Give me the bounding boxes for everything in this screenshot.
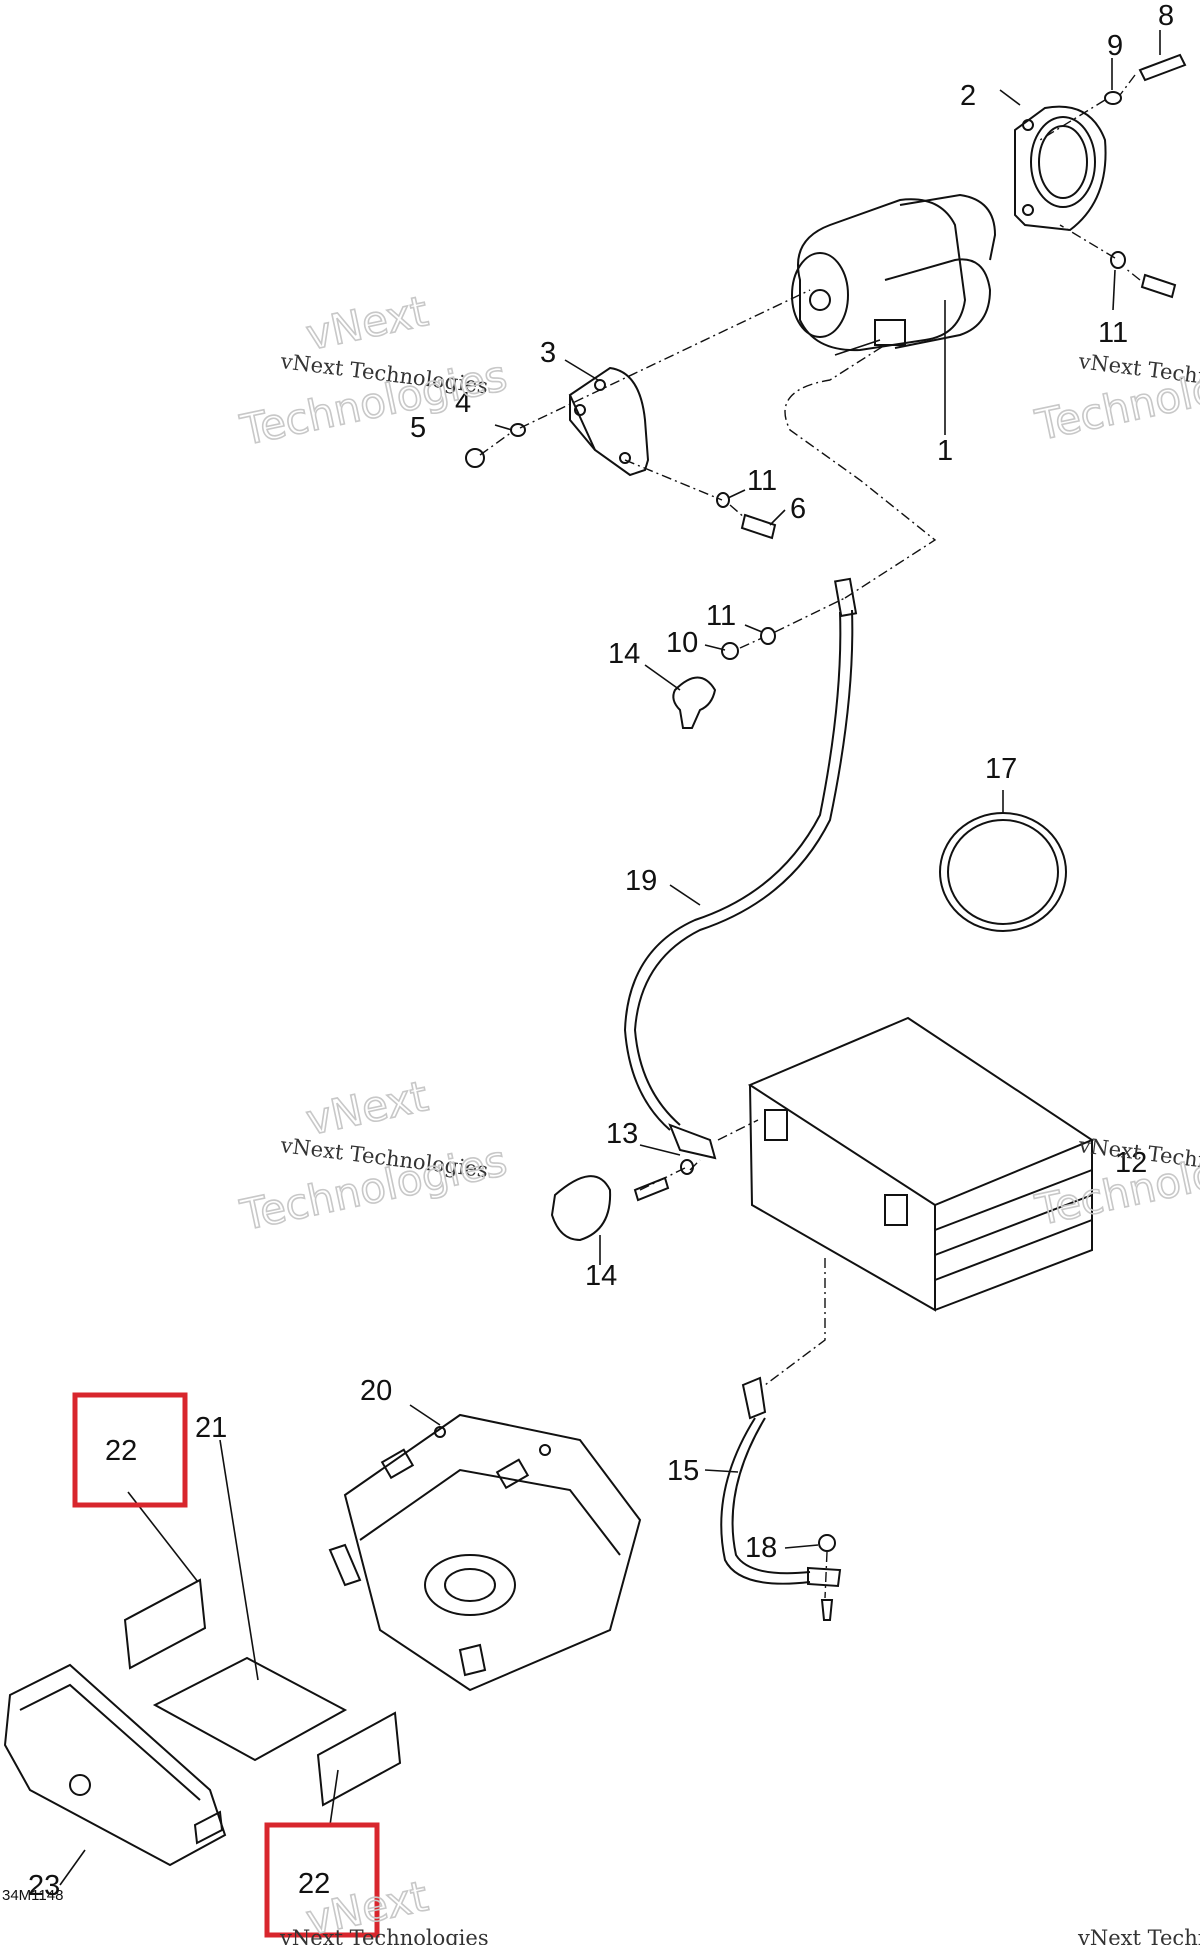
callout-12: 12 [1115, 1147, 1147, 1179]
callout-22-top: 22 [105, 1435, 137, 1467]
negative-cable [720, 1376, 842, 1588]
terminal-boots [550, 676, 717, 1242]
callout-21: 21 [195, 1412, 227, 1444]
callout-3: 3 [540, 337, 556, 369]
callout-14-upper: 14 [608, 638, 640, 670]
fasteners [465, 53, 1187, 1621]
callout-9: 9 [1107, 30, 1123, 62]
highlight-box-22-bottom [264, 1822, 380, 1938]
callout-11-lower: 11 [706, 600, 736, 632]
callout-1: 1 [937, 435, 953, 467]
battery-cover [3, 1663, 227, 1867]
drawing-code: 34M1148 [2, 1887, 63, 1904]
callout-4: 4 [455, 387, 471, 419]
positive-cable [623, 577, 858, 1160]
callout-20: 20 [360, 1375, 392, 1407]
foam-pads [123, 1578, 402, 1807]
callout-2: 2 [960, 80, 976, 112]
callout-13: 13 [606, 1118, 638, 1150]
callout-14-lower: 14 [585, 1260, 617, 1292]
battery-tray [328, 1413, 642, 1692]
callouts: 1 2 3 4 5 6 8 9 10 11 11 11 12 13 14 14 … [28, 0, 1174, 1902]
flange-bracket [1014, 105, 1107, 232]
watermark-line-right-bottom: vNext Technologies [1077, 1926, 1200, 1945]
callout-5: 5 [410, 412, 426, 444]
o-ring [939, 812, 1067, 932]
callout-15: 15 [667, 1455, 699, 1487]
watermark-line-bottom: vNext Technologies [279, 1926, 489, 1945]
callout-8: 8 [1158, 0, 1174, 32]
leader-lines [59, 30, 1161, 1886]
callout-22-bottom: 22 [298, 1868, 330, 1900]
callout-11-middle: 11 [747, 465, 777, 497]
callout-18: 18 [745, 1532, 777, 1564]
callout-19: 19 [625, 865, 657, 897]
callout-10: 10 [666, 627, 698, 659]
mount-bracket [568, 366, 650, 477]
starter-motor [791, 193, 997, 356]
watermark-big-top-a: vNext [302, 286, 432, 359]
callout-17: 17 [985, 753, 1017, 785]
battery [747, 1016, 1095, 1312]
callout-11-upper: 11 [1098, 317, 1128, 349]
highlight-box-22-top [72, 1392, 188, 1508]
assembly-lines [479, 74, 1141, 1599]
callout-23: 23 [28, 1870, 60, 1902]
watermark-big-mid-a: vNext [302, 1071, 432, 1144]
callout-6: 6 [790, 493, 806, 525]
